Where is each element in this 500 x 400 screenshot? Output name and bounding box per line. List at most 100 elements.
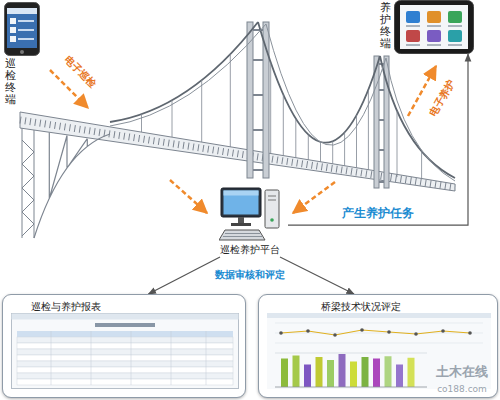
phone-body [5, 3, 40, 56]
bar [396, 365, 403, 388]
grid-line [275, 333, 483, 334]
trend-point [468, 331, 472, 335]
trend-point [360, 328, 364, 332]
app-icon [406, 11, 420, 23]
bar [339, 354, 346, 387]
suspender-cables [142, 54, 422, 179]
connector [280, 257, 354, 294]
app-caption-bar [427, 25, 441, 27]
bar [293, 356, 300, 388]
grid-line [275, 343, 483, 344]
bar [281, 359, 288, 388]
app-row [18, 29, 34, 31]
app-icon [448, 11, 462, 23]
tablet-screen [400, 5, 468, 49]
app-icon [10, 27, 16, 33]
app-row [18, 38, 34, 40]
bar [408, 358, 415, 387]
table-row [17, 343, 233, 349]
table-column [91, 331, 92, 385]
bar [327, 360, 334, 387]
tablet-body [395, 1, 474, 54]
drive-bays [268, 196, 276, 200]
phone-screen-bar [7, 8, 37, 14]
connector [288, 54, 468, 225]
trend-point [279, 331, 283, 335]
table-row [17, 367, 233, 373]
table-row [17, 373, 233, 379]
trend-point [333, 333, 337, 337]
report-heading-bar [95, 323, 155, 327]
app-icon [427, 11, 441, 23]
report-panel: 巡检与养护报表 [2, 294, 246, 398]
chart-divider [275, 353, 427, 354]
node-label: 巡检养护平台 [220, 243, 280, 257]
monitor [221, 188, 261, 217]
trend-point [387, 330, 391, 334]
approach-pier [22, 128, 34, 238]
tower-crossbar [379, 64, 384, 182]
bridge [20, 22, 455, 238]
app-caption-bar [406, 25, 420, 27]
bar [385, 356, 392, 387]
trend-point [414, 332, 418, 336]
app-row [18, 20, 34, 22]
table-row [17, 379, 233, 385]
inspection-terminal: 巡检终端 [4, 2, 40, 106]
monitor-base [231, 223, 251, 226]
flow-label: 电子巡检 [62, 54, 98, 90]
data-flow-arrow [293, 182, 335, 213]
tablet-icon [394, 0, 474, 54]
data-flow-arrow [170, 180, 207, 213]
maintenance-terminal: 养护终端 [380, 0, 474, 54]
monitor-stand [238, 217, 244, 223]
window-ground [267, 313, 491, 389]
app-icon [448, 30, 462, 42]
bridge-tower [374, 56, 379, 188]
window-titlebar [267, 313, 491, 318]
phone-button [20, 50, 24, 54]
screenshot [11, 313, 239, 389]
app-icon [406, 30, 420, 42]
keyboard [219, 230, 265, 240]
bar [304, 365, 311, 388]
phone-screen [7, 8, 37, 48]
node-label: 巡检终端 [5, 58, 16, 106]
app-caption-bar [448, 44, 462, 46]
table-column [51, 331, 52, 385]
table-row [17, 361, 233, 367]
table-column [171, 331, 172, 385]
deck-truss [20, 120, 455, 188]
watermark: 土木在线 [436, 365, 488, 380]
table-column [206, 331, 207, 385]
bar [316, 357, 323, 387]
panel-title: 桥梁技术状况评定 [321, 300, 401, 314]
app-caption-bar [406, 44, 420, 46]
table-column [131, 331, 132, 385]
window-titlebar [12, 314, 239, 320]
chart-axis [275, 387, 427, 388]
app-icon [10, 36, 16, 42]
monitor-screen [224, 191, 259, 215]
app-caption-bar [427, 44, 441, 46]
tower-crossbar [253, 30, 263, 170]
watermark: co188.com [437, 384, 487, 394]
connector-label: 产生养护任务 [342, 205, 414, 222]
table-row [17, 349, 233, 355]
approach-arch [34, 133, 110, 238]
bar [373, 359, 380, 388]
bar [350, 362, 357, 388]
flow-label: 数据审核和评定 [215, 269, 285, 281]
flow-label: 电子养护 [427, 78, 457, 119]
app-caption-bar [448, 25, 462, 27]
trend-point [306, 329, 310, 333]
node-label: 养护终端 [380, 2, 391, 50]
app-icon [427, 30, 441, 42]
screen-bar [224, 191, 259, 196]
panel-title: 巡检与养护报表 [31, 300, 101, 314]
bar [362, 357, 369, 387]
bridge-tower [247, 22, 253, 178]
app-icon [10, 18, 16, 24]
grid-line [275, 323, 483, 324]
trend-line [281, 330, 470, 335]
